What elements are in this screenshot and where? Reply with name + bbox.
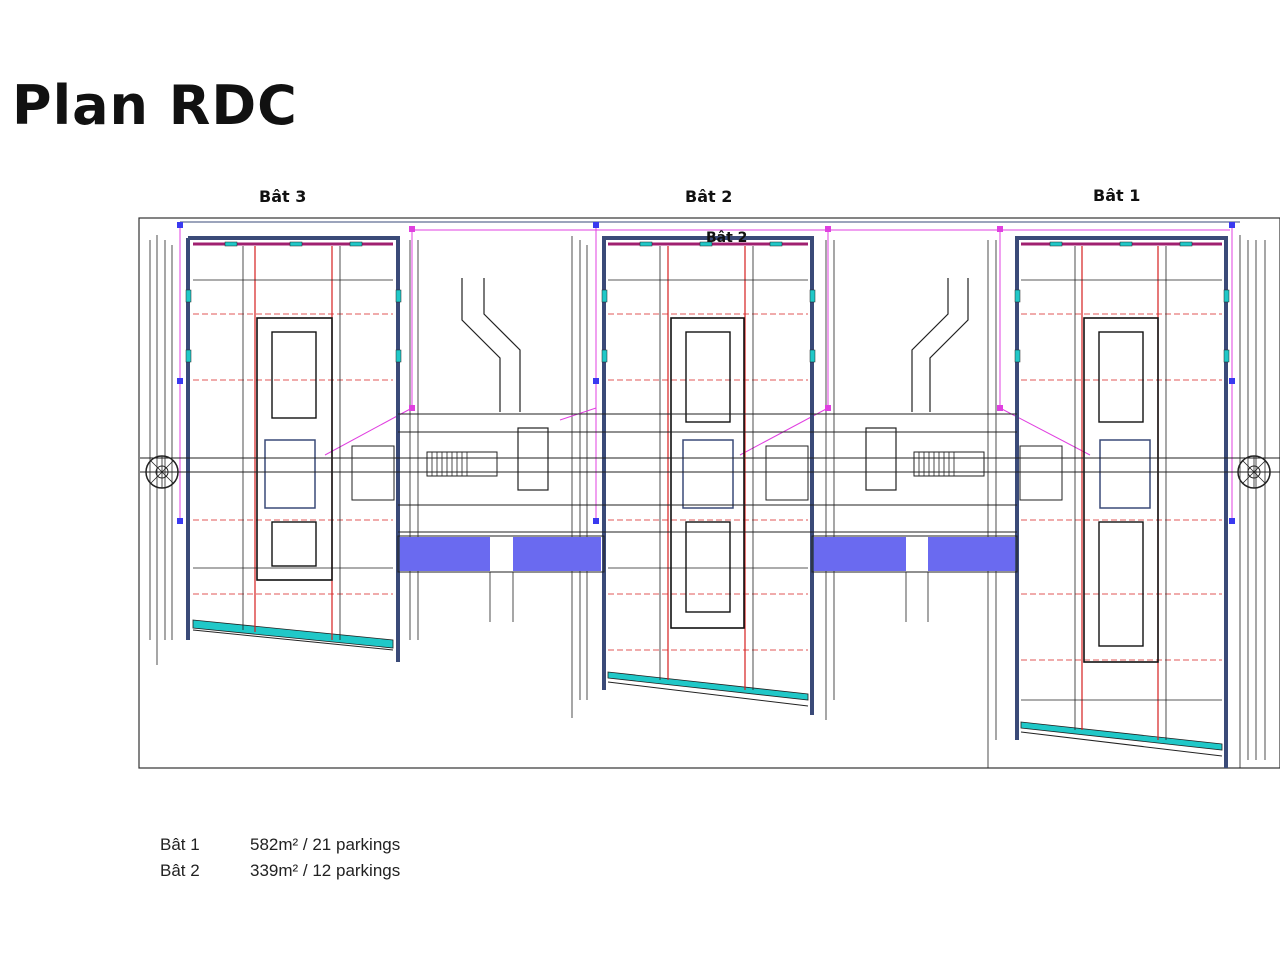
parking-band-left [397, 535, 605, 573]
spiral-stair-right [1237, 455, 1271, 489]
building-label-bat2: Bât 2 [685, 187, 733, 206]
spiral-stair-left [145, 455, 179, 489]
building-label-bat1: Bât 1 [1093, 186, 1141, 205]
summary-name: Bât 2 [160, 861, 200, 880]
surface-summary: Bât 1 582m² / 21 parkings Bât 2 339m² / … [160, 832, 400, 884]
building-2-outline [602, 236, 814, 715]
page-title: Plan RDC [12, 74, 298, 137]
summary-row-bat2: Bât 2 339m² / 12 parkings [160, 858, 400, 884]
summary-name: Bât 1 [160, 835, 200, 854]
summary-row-bat1: Bât 1 582m² / 21 parkings [160, 832, 400, 858]
parking-band-right [811, 535, 1018, 573]
summary-value: 582m² / 21 parkings [250, 835, 401, 854]
building-label-bat2-inner: Bât 2 [706, 230, 747, 246]
summary-value: 339m² / 12 parkings [250, 861, 401, 880]
building-label-bat3: Bât 3 [259, 187, 307, 206]
